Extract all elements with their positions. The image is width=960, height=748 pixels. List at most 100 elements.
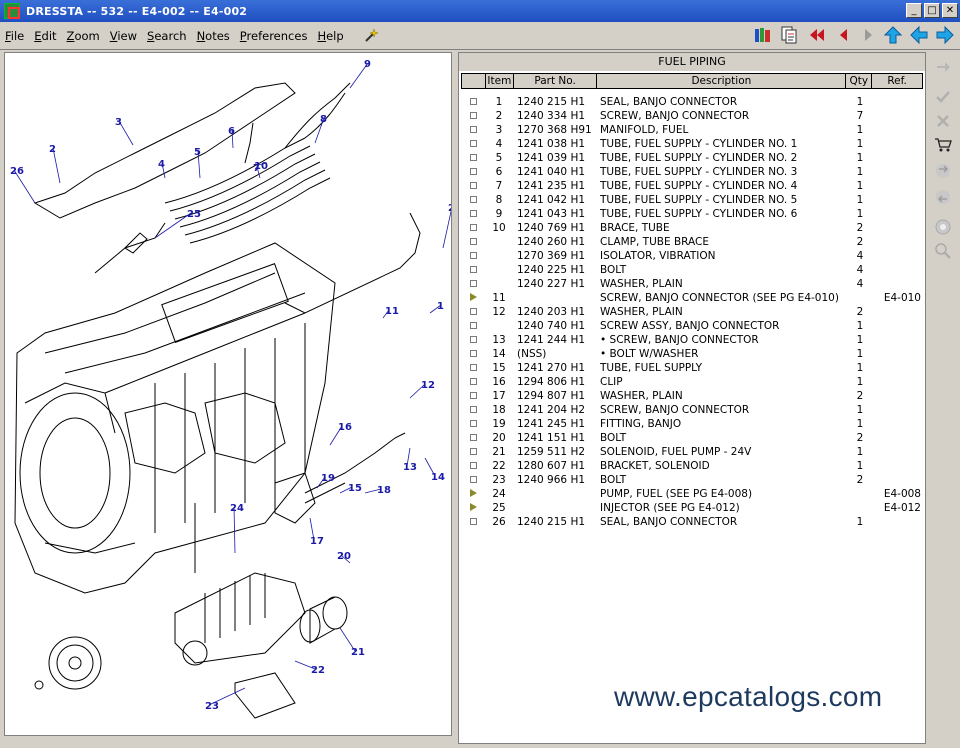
row-checkbox[interactable] bbox=[461, 236, 485, 248]
back-arrow-icon[interactable] bbox=[908, 24, 930, 46]
callout-14[interactable]: 14 bbox=[431, 472, 445, 483]
info-icon[interactable] bbox=[932, 216, 954, 238]
swap-alt-icon[interactable] bbox=[932, 186, 954, 208]
expand-arrow-icon[interactable] bbox=[461, 488, 485, 500]
callout-20[interactable]: 20 bbox=[337, 551, 351, 562]
callout-8[interactable]: 8 bbox=[320, 114, 327, 125]
callout-10[interactable]: 10 bbox=[254, 161, 268, 172]
callout-21[interactable]: 21 bbox=[351, 647, 365, 658]
callout-16[interactable]: 16 bbox=[338, 422, 352, 433]
row-checkbox[interactable] bbox=[461, 138, 485, 150]
row-checkbox[interactable] bbox=[461, 208, 485, 220]
close-button[interactable]: ✕ bbox=[942, 3, 958, 18]
menu-edit[interactable]: Edit bbox=[34, 28, 57, 43]
delete-icon[interactable] bbox=[932, 110, 954, 132]
column-description[interactable]: Description bbox=[597, 74, 847, 88]
pane-splitter[interactable] bbox=[453, 52, 457, 744]
row-checkbox[interactable] bbox=[461, 390, 485, 402]
forward-arrow-icon[interactable] bbox=[934, 24, 956, 46]
callout-26[interactable]: 26 bbox=[10, 166, 24, 177]
menu-search[interactable]: Search bbox=[147, 28, 187, 43]
callout-4[interactable]: 4 bbox=[158, 159, 165, 170]
row-checkbox[interactable] bbox=[461, 334, 485, 346]
row-checkbox[interactable] bbox=[461, 516, 485, 528]
menu-help[interactable]: Help bbox=[317, 28, 344, 43]
maximize-button[interactable]: □ bbox=[924, 3, 940, 18]
callout-11[interactable]: 11 bbox=[385, 306, 399, 317]
minimize-button[interactable]: _ bbox=[906, 3, 922, 18]
column-ref[interactable]: Ref. bbox=[887, 75, 907, 87]
up-arrow-icon[interactable] bbox=[882, 24, 904, 46]
callout-5[interactable]: 5 bbox=[194, 147, 201, 158]
callout-7[interactable]: 7 bbox=[253, 163, 260, 174]
row-checkbox[interactable] bbox=[461, 166, 485, 178]
check-icon[interactable] bbox=[932, 86, 954, 108]
callout-2[interactable]: 2 bbox=[49, 144, 56, 155]
row-checkbox[interactable] bbox=[461, 194, 485, 206]
diagram-pane[interactable]: 1223456789101112131415161718192021222324… bbox=[4, 52, 452, 736]
callout-22[interactable]: 22 bbox=[311, 665, 325, 676]
menu-notes[interactable]: Notes bbox=[196, 28, 230, 43]
callout-1[interactable]: 1 bbox=[437, 301, 444, 312]
row-checkbox[interactable] bbox=[461, 96, 485, 108]
row-checkbox[interactable] bbox=[461, 418, 485, 430]
zoom-icon[interactable] bbox=[932, 240, 954, 262]
callout-2[interactable]: 2 bbox=[448, 203, 452, 214]
callout-6[interactable]: 6 bbox=[228, 126, 235, 137]
callout-17[interactable]: 17 bbox=[310, 536, 324, 547]
row-checkbox[interactable] bbox=[461, 376, 485, 388]
notes-copy-icon[interactable] bbox=[778, 24, 800, 46]
callout-13[interactable]: 13 bbox=[403, 462, 417, 473]
row-checkbox[interactable] bbox=[461, 306, 485, 318]
menu-view[interactable]: View bbox=[109, 28, 138, 43]
menu-file[interactable]: File bbox=[5, 28, 25, 43]
callout-9[interactable]: 9 bbox=[364, 59, 371, 70]
callout-12[interactable]: 12 bbox=[421, 380, 435, 391]
row-checkbox[interactable] bbox=[461, 362, 485, 374]
row-checkbox[interactable] bbox=[461, 250, 485, 262]
callout-25[interactable]: 25 bbox=[187, 209, 201, 220]
row-checkbox[interactable] bbox=[461, 110, 485, 122]
swap-icon[interactable] bbox=[932, 160, 954, 182]
callout-18[interactable]: 18 bbox=[377, 485, 391, 496]
row-checkbox[interactable] bbox=[461, 474, 485, 486]
row-checkbox[interactable] bbox=[461, 124, 485, 136]
prev-page-icon[interactable] bbox=[832, 24, 854, 46]
column-part-no[interactable]: Part No. bbox=[514, 74, 598, 88]
row-checkbox[interactable] bbox=[461, 152, 485, 164]
row-checkbox[interactable] bbox=[461, 446, 485, 458]
row-checkbox[interactable] bbox=[461, 320, 485, 332]
column-qty[interactable]: Qty bbox=[846, 74, 873, 88]
menu-preferences[interactable]: Preferences bbox=[239, 28, 308, 43]
column-item[interactable]: Item bbox=[486, 74, 514, 88]
expand-arrow-icon[interactable] bbox=[461, 502, 485, 514]
cart-icon[interactable] bbox=[932, 134, 954, 156]
callout-24[interactable]: 24 bbox=[230, 503, 244, 514]
row-checkbox[interactable] bbox=[461, 460, 485, 472]
callout-15[interactable]: 15 bbox=[348, 483, 362, 494]
row-checkbox[interactable] bbox=[461, 432, 485, 444]
